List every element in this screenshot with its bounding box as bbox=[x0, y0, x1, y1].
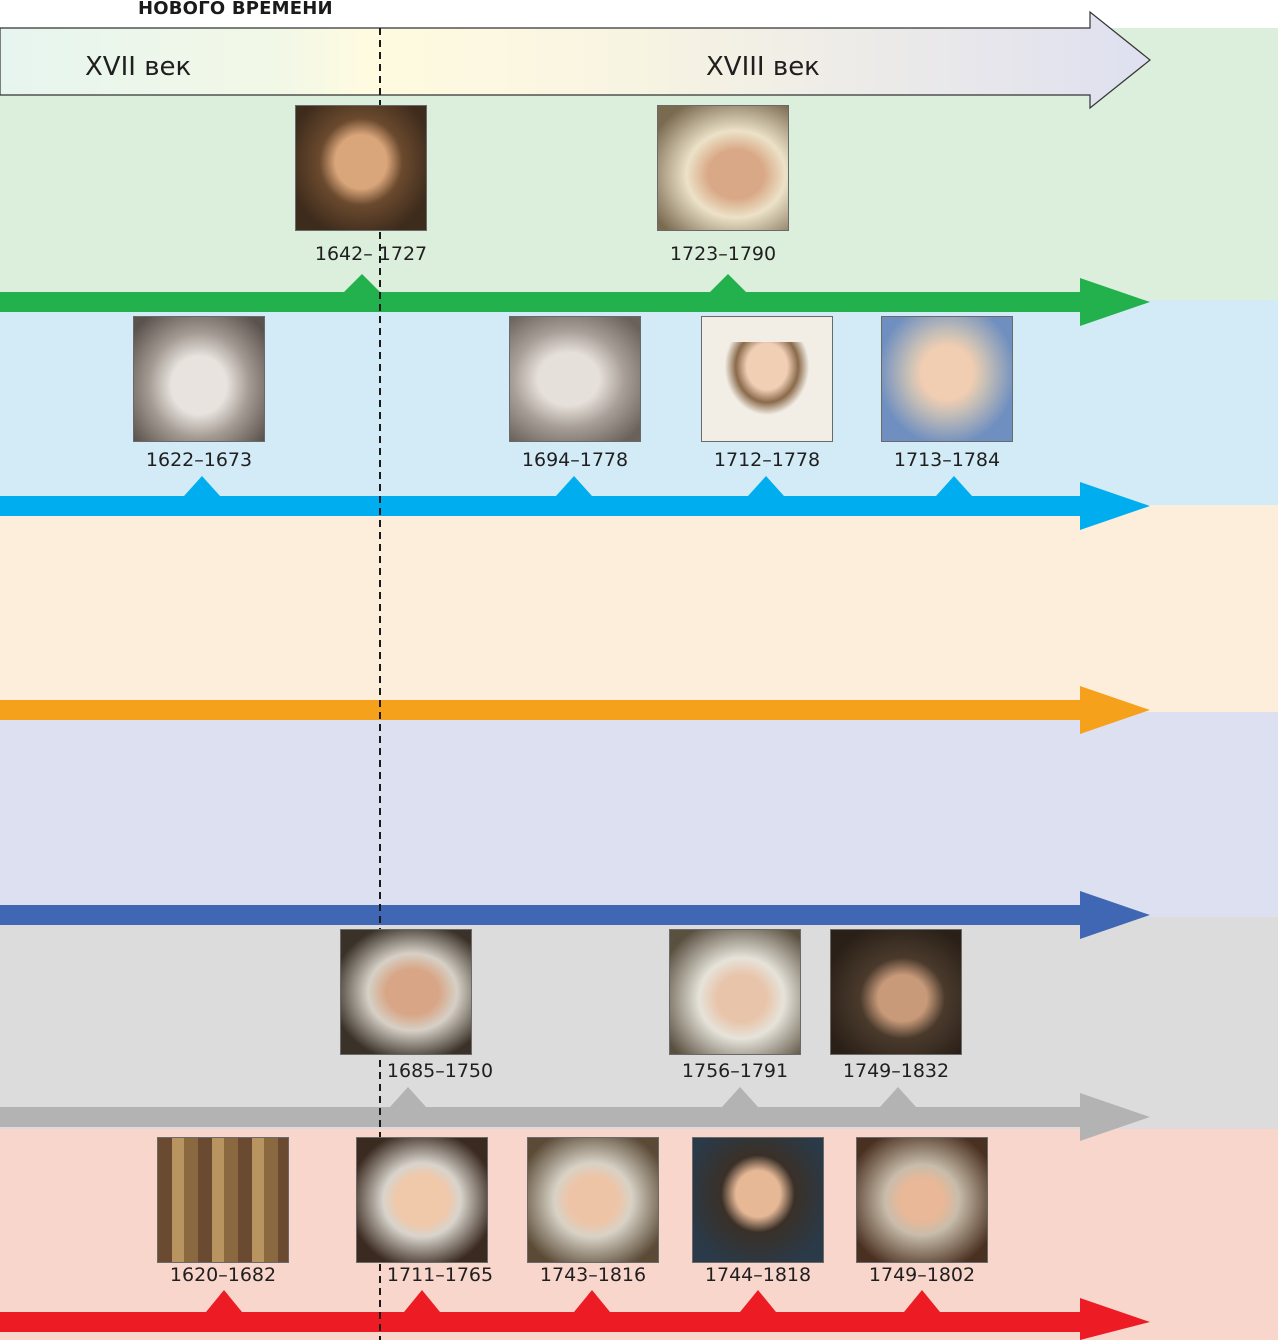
person-years: 1743–1816 bbox=[539, 1264, 647, 1286]
row-green-arrow bbox=[0, 274, 1150, 326]
person-years: 1620–1682 bbox=[169, 1264, 277, 1286]
row-red-arrow bbox=[0, 1290, 1150, 1340]
century-label-17: XVII век bbox=[85, 52, 192, 82]
person-years: 1685–1750 bbox=[386, 1060, 494, 1082]
person-years: 1749–1832 bbox=[842, 1060, 950, 1082]
person-years: 1622–1673 bbox=[145, 449, 253, 471]
portrait-man-powdered-hair-icon bbox=[856, 1137, 988, 1263]
portrait-man-curly-wig-icon bbox=[340, 929, 472, 1055]
portrait-icon-painting-icon bbox=[157, 1137, 289, 1263]
person-years: 1711–1765 bbox=[386, 1264, 494, 1286]
row-violet-band bbox=[0, 712, 1278, 917]
portrait-man-long-hair-icon bbox=[295, 105, 427, 231]
row-orange-band bbox=[0, 505, 1278, 712]
row-orange-arrow bbox=[0, 686, 1150, 734]
person-years: 1694–1778 bbox=[521, 449, 629, 471]
portrait-man-dark-coat-icon bbox=[692, 1137, 824, 1263]
century-arrow bbox=[0, 10, 1151, 110]
portrait-man-gray-hair-icon bbox=[881, 316, 1013, 442]
person-years: 1744–1818 bbox=[704, 1264, 812, 1286]
person-years: 1642– 1727 bbox=[314, 243, 428, 265]
person-years: 1723–1790 bbox=[669, 243, 777, 265]
person-years: 1713–1784 bbox=[893, 449, 1001, 471]
row-blue-arrow bbox=[0, 476, 1150, 530]
row-gray-arrow bbox=[0, 1087, 1150, 1141]
portrait-man-blue-coat-icon bbox=[701, 316, 833, 442]
portrait-man-dark-hair-icon bbox=[830, 929, 962, 1055]
portrait-sculpture-icon bbox=[133, 316, 265, 442]
chart-header-title: НОВОГО ВРЕМЕНИ bbox=[138, 0, 333, 19]
portrait-man-white-wig-icon bbox=[527, 1137, 659, 1263]
portrait-man-wig-red-icon bbox=[356, 1137, 488, 1263]
portrait-man-powdered-wig-icon bbox=[669, 929, 801, 1055]
row-gray-band bbox=[0, 917, 1278, 1129]
person-years: 1756–1791 bbox=[681, 1060, 789, 1082]
portrait-sculpture-old-man-icon bbox=[509, 316, 641, 442]
row-violet-arrow bbox=[0, 891, 1150, 939]
century-label-18: XVIII век bbox=[706, 52, 820, 82]
person-years: 1749–1802 bbox=[868, 1264, 976, 1286]
portrait-man-white-wig-icon bbox=[657, 105, 789, 231]
person-years: 1712–1778 bbox=[713, 449, 821, 471]
